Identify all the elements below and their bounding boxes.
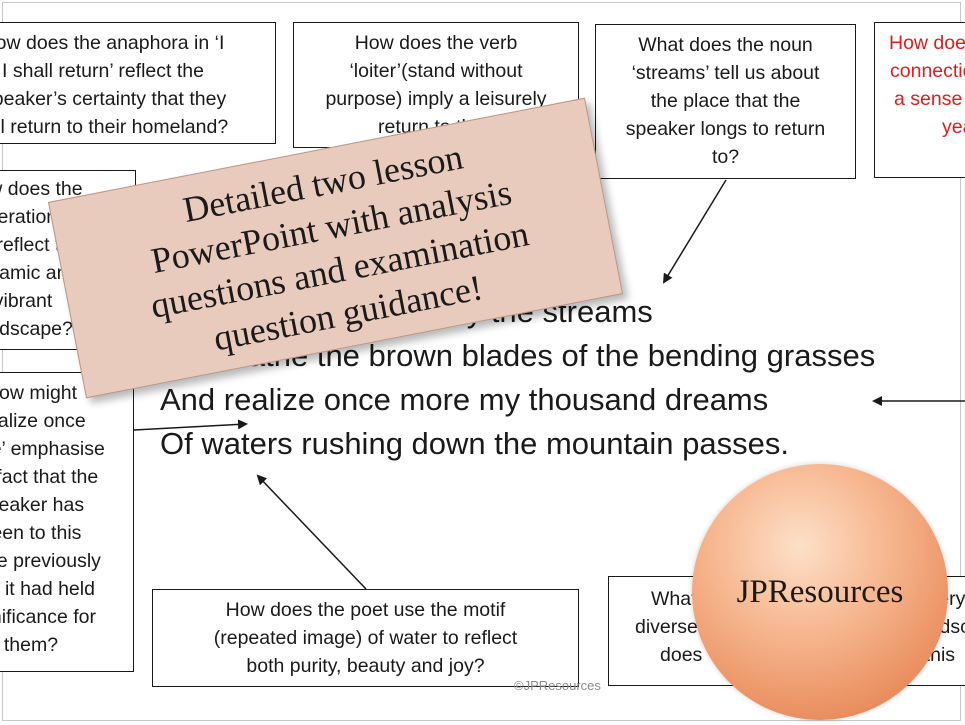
question-line: both purity, beauty and joy? — [246, 655, 485, 677]
question-line: a sense of — [894, 88, 965, 110]
question-line: connection — [890, 60, 965, 82]
question-line: Speaker’s certainty that they — [0, 88, 227, 110]
question-box-anaphora: How does the anaphora in ‘I I shall retu… — [0, 22, 276, 144]
question-line: How might — [0, 382, 78, 404]
question-line: I shall return’ reflect the — [2, 60, 204, 82]
question-line: dynamic and — [0, 262, 78, 284]
question-box-realize: How might ‘realize once more’ emphasise … — [0, 372, 134, 672]
question-line: ‘streams’ tell us about — [631, 62, 820, 84]
logo-text: JPResources — [736, 573, 904, 610]
question-line: ‘loiter’(stand without — [349, 60, 523, 82]
question-line: place previously — [0, 550, 101, 572]
question-line: and it had held — [0, 578, 95, 600]
question-line: How does the anaphora in ‘I — [0, 32, 225, 54]
question-box-streams: What does the noun ‘streams’ tell us abo… — [595, 24, 856, 179]
question-line: them? — [3, 634, 59, 656]
question-line: How does the poet use the motif — [225, 599, 506, 621]
question-box-motif: How does the poet use the motif (repeate… — [152, 589, 579, 687]
arrow-waters — [256, 474, 367, 590]
question-line: landscape? — [0, 318, 73, 340]
question-line: will return to their homeland? — [0, 116, 229, 138]
question-box-red: How does the connection a sense of yearn… — [874, 22, 965, 178]
arrow-streams — [662, 179, 727, 284]
question-line: the place that the — [650, 90, 801, 112]
question-line: How does the — [889, 32, 965, 54]
question-line: speaker longs to return — [625, 118, 826, 140]
question-line: been to this — [0, 522, 82, 544]
question-line: vibrant — [0, 290, 53, 312]
watermark: ©JPResources — [514, 678, 601, 693]
question-line: to? — [711, 146, 740, 168]
question-line: more’ emphasise — [0, 438, 105, 460]
question-line: What does the noun — [638, 34, 813, 56]
question-line: (repeated image) of water to reflect — [213, 627, 518, 649]
poem-line-3: And realize once more my thousand dreams — [160, 382, 769, 417]
question-line: How does the verb — [354, 32, 518, 54]
poem-line-4: Of waters rushing down the mountain pass… — [160, 426, 789, 461]
arrow-realize — [133, 419, 248, 431]
question-line: speaker has — [0, 494, 85, 516]
question-line: significance for — [0, 606, 97, 628]
question-line: yearning — [942, 116, 965, 138]
question-line: How does the — [0, 178, 83, 200]
jpresources-logo-circle: JPResources — [692, 464, 948, 720]
question-line: purpose) imply a leisurely — [325, 88, 547, 110]
question-line: the fact that the — [0, 466, 99, 488]
question-line: does — [660, 644, 703, 666]
question-line: ‘realize once — [0, 410, 86, 432]
